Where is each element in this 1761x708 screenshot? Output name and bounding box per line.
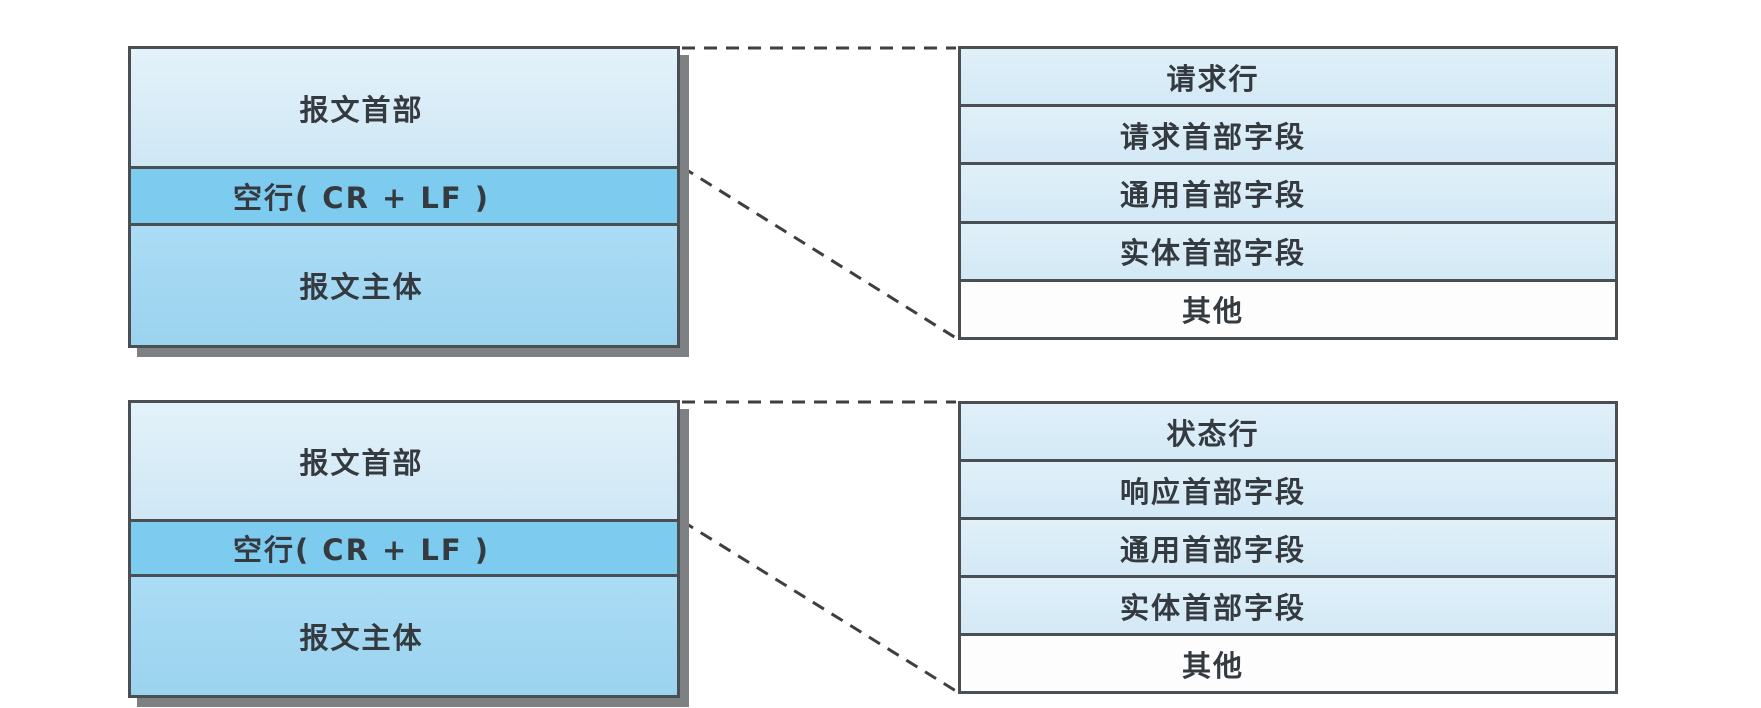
response-message-header-label: 报文首部: [299, 445, 424, 480]
status-line-label: 状态行: [1166, 416, 1260, 451]
request-other-row: 其他: [961, 278, 1615, 338]
response-header-fields-label: 响应首部字段: [1119, 474, 1306, 509]
request-general-header-fields-row: 通用首部字段: [961, 162, 1615, 221]
request-message-body-row: 报文主体: [131, 225, 677, 345]
request-line-row: 请求行: [961, 49, 1615, 105]
response-general-header-fields-row: 通用首部字段: [961, 517, 1615, 575]
response-general-header-fields-label: 通用首部字段: [1119, 532, 1306, 567]
request-message-header-row: 报文首部: [131, 49, 677, 167]
response-message-box: 报文首部 空行( CR + LF ) 报文主体: [128, 400, 680, 698]
response-header-fields-row: 响应首部字段: [961, 459, 1615, 517]
response-entity-header-fields-row: 实体首部字段: [961, 575, 1615, 633]
request-header-fields-row: 请求首部字段: [961, 104, 1615, 163]
status-line-row: 状态行: [961, 404, 1615, 459]
response-entity-header-fields-label: 实体首部字段: [1119, 590, 1306, 625]
response-diagonal-dashed-line: [681, 519, 957, 693]
request-message-body-label: 报文主体: [299, 270, 424, 305]
response-header-detail-box: 状态行 响应首部字段 通用首部字段 实体首部字段 其他: [958, 401, 1618, 694]
response-message-body-label: 报文主体: [299, 621, 424, 656]
response-message-blank-line-row: 空行( CR + LF ): [131, 518, 677, 578]
request-header-fields-label: 请求首部字段: [1119, 119, 1306, 154]
response-message-blank-line-label: 空行( CR + LF ): [232, 533, 491, 568]
request-other-label: 其他: [1181, 294, 1244, 329]
response-message-body-row: 报文主体: [131, 577, 677, 695]
request-message-blank-line-label: 空行( CR + LF ): [232, 181, 491, 215]
response-message-header-row: 报文首部: [131, 403, 677, 519]
request-diagonal-dashed-line: [681, 165, 957, 340]
request-message-blank-line-row: 空行( CR + LF ): [131, 166, 677, 226]
request-message-header-label: 报文首部: [299, 92, 424, 127]
response-other-label: 其他: [1181, 648, 1244, 683]
request-line-label: 请求行: [1166, 61, 1260, 96]
response-other-row: 其他: [961, 633, 1615, 691]
request-header-detail-box: 请求行 请求首部字段 通用首部字段 实体首部字段 其他: [958, 46, 1618, 340]
request-message-box: 报文首部 空行( CR + LF ) 报文主体: [128, 46, 680, 348]
request-entity-header-fields-label: 实体首部字段: [1119, 236, 1306, 271]
request-general-header-fields-label: 通用首部字段: [1119, 178, 1306, 212]
request-entity-header-fields-row: 实体首部字段: [961, 220, 1615, 279]
